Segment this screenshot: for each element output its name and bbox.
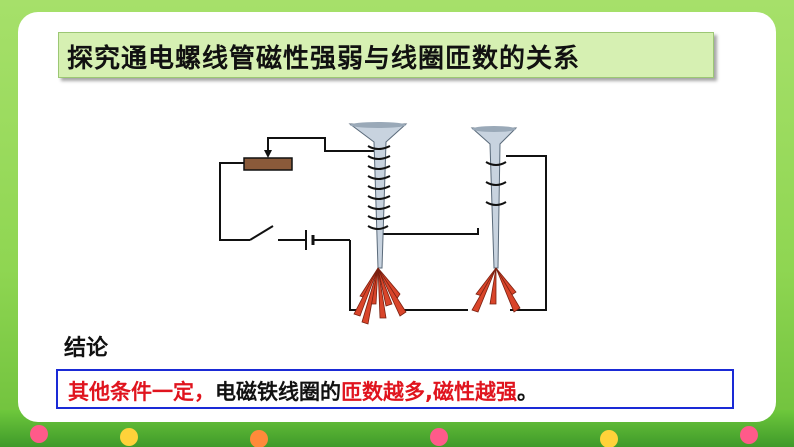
flower-icon (740, 426, 758, 444)
flower-icon (430, 428, 448, 446)
circuit-diagram (219, 122, 547, 325)
right-electromagnet (470, 126, 521, 313)
flower-icon (250, 430, 268, 447)
slide-card (18, 12, 776, 422)
flower-icon (30, 425, 48, 443)
flower-icon (600, 430, 618, 447)
conclusion-part-3: 匝数越多 (341, 380, 425, 404)
left-electromagnet (348, 122, 408, 325)
conclusion-text: 其他条件一定，电磁铁线圈的匝数越多,磁性越强。 (68, 376, 538, 406)
rheostat (243, 157, 293, 171)
page-title: 探究通电螺线管磁性强弱与线圈匝数的关系 (67, 44, 581, 74)
title-box: 探究通电螺线管磁性强弱与线圈匝数的关系 (58, 32, 714, 78)
conclusion-part-5: 。 (516, 380, 538, 404)
conclusion-part-1: 其他条件一定， (68, 380, 215, 404)
conclusion-part-4: ,磁性越强 (425, 380, 517, 404)
conclusion-part-2: 电磁铁线圈的 (215, 380, 341, 404)
flower-icon (120, 428, 138, 446)
conclusion-label: 结论 (64, 336, 109, 361)
conclusion-box: 其他条件一定，电磁铁线圈的匝数越多,磁性越强。 (56, 369, 734, 409)
